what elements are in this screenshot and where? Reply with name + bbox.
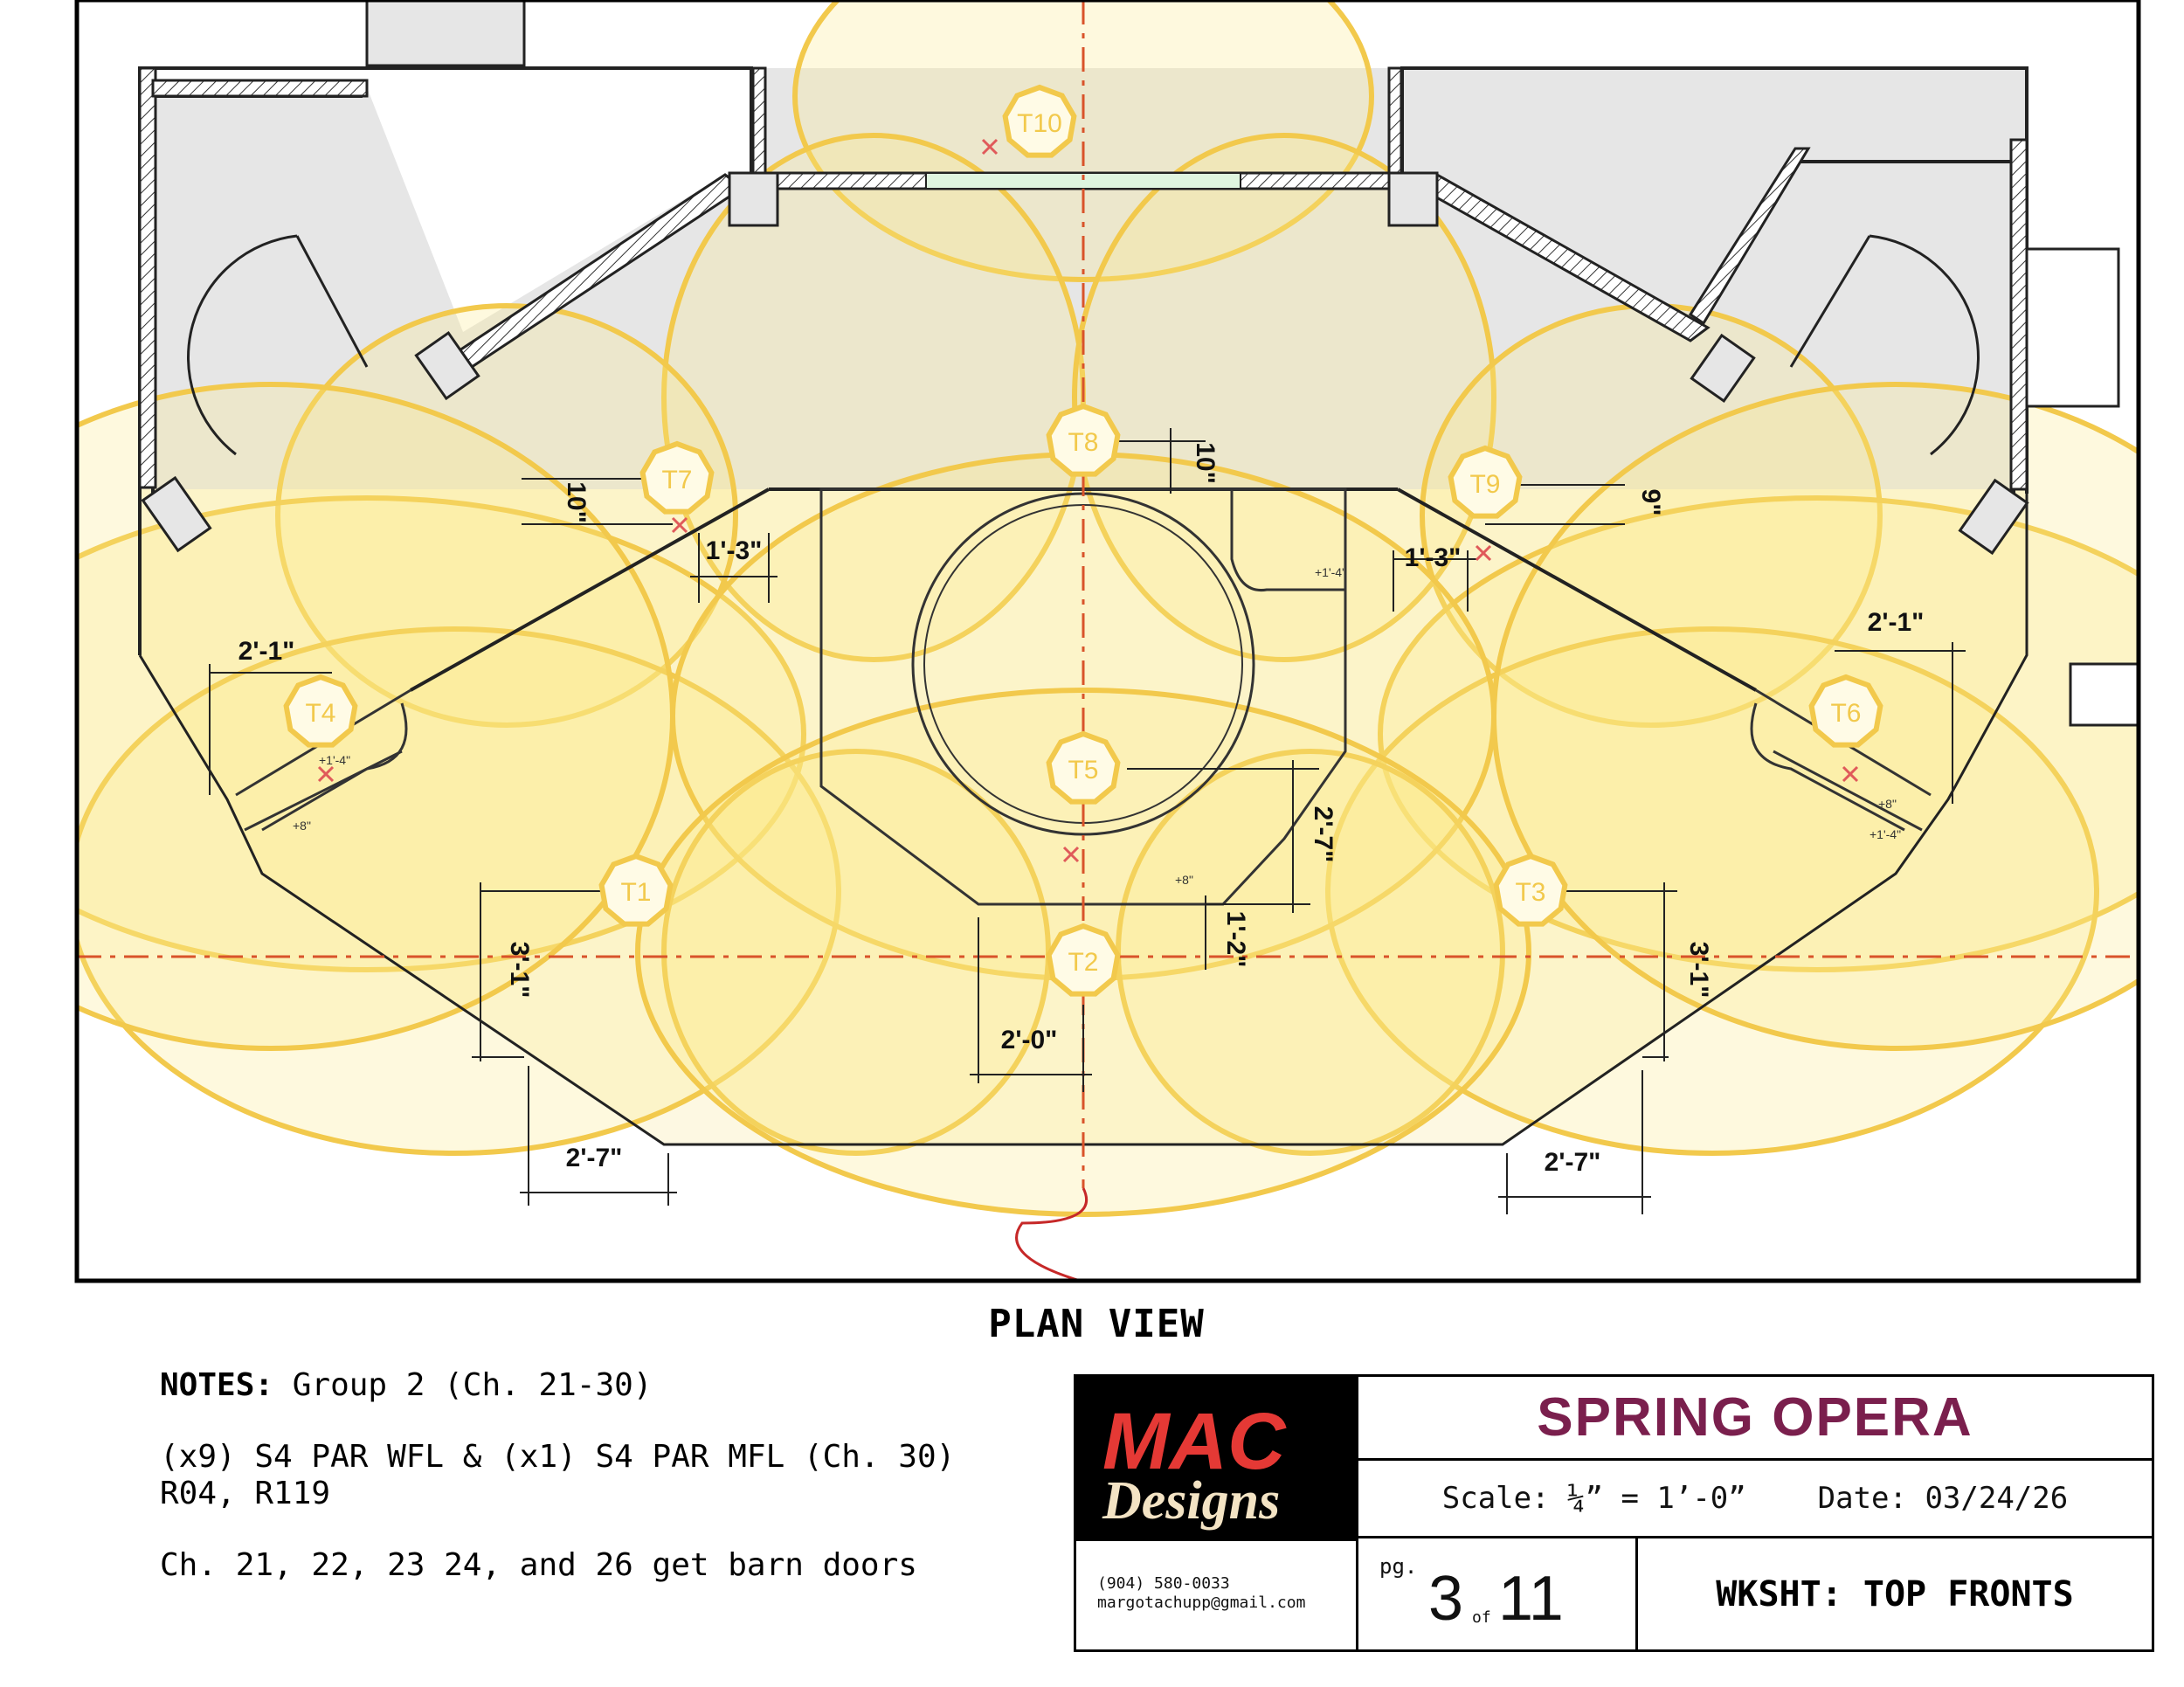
fixture-symbol <box>1046 403 1121 477</box>
beam-t7 <box>275 303 738 728</box>
fixture-t5: T5 <box>1046 730 1121 805</box>
notes-label: NOTES: <box>160 1367 274 1403</box>
fixture-symbol <box>1002 84 1077 158</box>
dimension-label: 2'-7" <box>1309 806 1337 863</box>
fixture-symbol <box>283 674 358 748</box>
fixture-t3: T3 <box>1493 853 1568 927</box>
dimension-label: 9" <box>1636 489 1665 516</box>
designer-logo: MAC Designs <box>1076 1377 1356 1538</box>
logo-graphic: MAC Designs <box>1102 1397 1287 1531</box>
contact-phone: (904) 580-0033 <box>1097 1574 1230 1593</box>
fixture-symbol <box>1046 923 1121 997</box>
dimension-label: 2'-1" <box>1868 608 1925 637</box>
fixture-t6: T6 <box>1808 674 1883 748</box>
dimension-label: 2'-0" <box>1001 1026 1058 1054</box>
notes-barn-doors: Ch. 21, 22, 23 24, and 26 get barn doors <box>160 1547 917 1583</box>
fixture-label: T2 <box>1068 948 1098 977</box>
show-title-cell: SPRING OPERA <box>1356 1377 2152 1461</box>
fixture-label: T4 <box>305 699 335 728</box>
beam-t1 <box>77 626 841 1156</box>
elevation-label: +1'-4" <box>1870 827 1901 841</box>
notes-block: NOTES: Group 2 (Ch. 21-30) (x9) S4 PAR W… <box>160 1367 1033 1619</box>
fixture-t1: T1 <box>598 853 674 927</box>
fixture-t2: T2 <box>1046 923 1121 997</box>
fixture-label: T7 <box>661 466 692 494</box>
title-block: MAC Designs SPRING OPERA Scale: ¼” = 1’-… <box>1074 1374 2154 1652</box>
plan-view-title: PLAN VIEW <box>988 1302 1205 1346</box>
fixture-symbol <box>1448 445 1523 519</box>
fixture-symbol <box>598 853 674 927</box>
elevation-label: +8" <box>293 819 311 833</box>
fixture-t9: T9 <box>1448 445 1523 519</box>
notes-group-line: NOTES: Group 2 (Ch. 21-30) <box>160 1367 1033 1404</box>
contact-cell: (904) 580-0033 margotachupp@gmail.com <box>1076 1538 1356 1649</box>
page-of: of <box>1472 1608 1491 1627</box>
beam-t4 <box>77 495 806 972</box>
dimension-label: 1'-2" <box>1221 911 1250 968</box>
beam-t8b <box>1072 133 1496 662</box>
beam-t6 <box>1378 495 2139 972</box>
worksheet-title: WKSHT: TOP FRONTS <box>1635 1538 2152 1649</box>
dimension-label: 2'-7" <box>566 1144 623 1172</box>
page-label: pg. <box>1379 1554 1418 1579</box>
beam-t3 <box>1325 626 2099 1156</box>
contact-email: margotachupp@gmail.com <box>1097 1594 1306 1612</box>
scale-date: Scale: ¼” = 1’-0” Date: 03/24/26 <box>1356 1461 2152 1538</box>
notes-gels: R04, R119 <box>160 1476 331 1511</box>
elevation-label: +1'-4" <box>1315 565 1346 579</box>
fixture-t7: T7 <box>639 440 715 515</box>
fixture-label: T9 <box>1469 470 1500 499</box>
dimension-label: 10" <box>562 481 591 523</box>
elevation-label: +8" <box>1878 797 1897 811</box>
fixture-t8: T8 <box>1046 403 1121 477</box>
elevation-label: +1'-4" <box>319 753 350 767</box>
beam-wide-l <box>77 382 675 1051</box>
fixture-label: T5 <box>1068 756 1098 785</box>
fixture-symbol <box>1046 730 1121 805</box>
logo-designs: Designs <box>1102 1471 1280 1531</box>
fixture-label: T1 <box>620 878 651 907</box>
beam-t10 <box>792 0 1374 282</box>
show-title: SPRING OPERA <box>1537 1387 1973 1448</box>
fixture-label: T3 <box>1515 878 1545 907</box>
fixture-symbol <box>639 440 715 515</box>
page-total: 11 <box>1498 1564 1564 1634</box>
logo-mac: MAC <box>1102 1397 1287 1486</box>
page-cell: pg. 3 of 11 <box>1356 1538 1635 1649</box>
notes-group: Group 2 (Ch. 21-30) <box>273 1367 653 1403</box>
notes-fixtures-block: (x9) S4 PAR WFL & (x1) S4 PAR MFL (Ch. 3… <box>160 1439 1033 1512</box>
dimension-label: 1'-3" <box>1405 543 1462 572</box>
dimension-label: 2'-1" <box>238 637 295 666</box>
fixture-symbol <box>1808 674 1883 748</box>
fixture-t10: T10 <box>1002 84 1077 158</box>
dimension-label: 3'-1" <box>505 942 534 999</box>
page-number: 3 <box>1428 1564 1464 1634</box>
dimension-label: 10" <box>1191 442 1220 484</box>
dimension-label: 1'-3" <box>706 536 763 565</box>
dimension-label: 2'-7" <box>1545 1148 1601 1177</box>
fixture-label: T10 <box>1017 109 1062 138</box>
fixture-label: T8 <box>1068 428 1098 457</box>
fixture-symbol <box>1493 853 1568 927</box>
fixture-t4: T4 <box>283 674 358 748</box>
fixture-label: T6 <box>1830 699 1861 728</box>
notes-fixtures: (x9) S4 PAR WFL & (x1) S4 PAR MFL (Ch. 3… <box>160 1439 956 1475</box>
elevation-label: +8" <box>1175 873 1193 887</box>
dimension-label: 3'-1" <box>1684 942 1713 999</box>
